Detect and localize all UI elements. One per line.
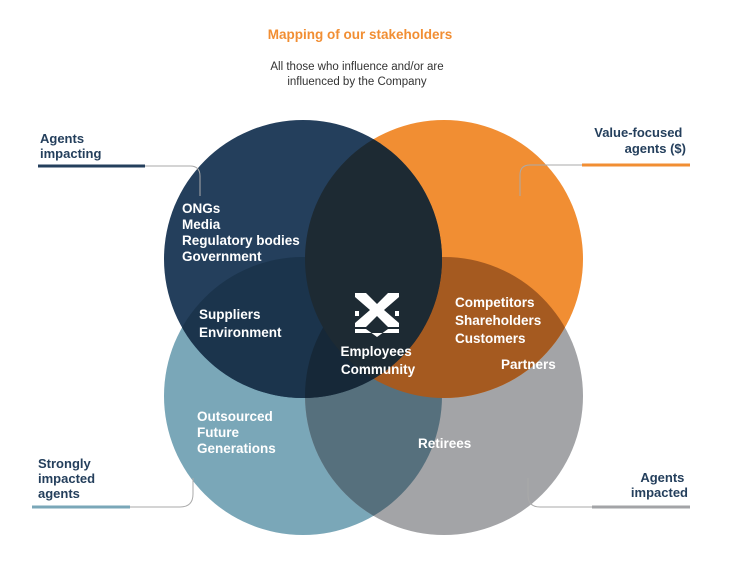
group-navy-orange-grey: Competitors Shareholders Customers xyxy=(455,295,545,346)
diagram-subtitle-line-2: influenced by the Company xyxy=(287,76,427,88)
company-logo-icon xyxy=(355,293,399,337)
corner-label-top-right: Value-focused agents ($) xyxy=(594,125,686,156)
group-orange-grey: Partners xyxy=(501,357,556,372)
overlap-navy-orange xyxy=(305,120,442,398)
connector-bottom-right xyxy=(527,478,592,508)
group-center: Employees Community xyxy=(340,344,415,377)
connector-top-left xyxy=(145,165,201,196)
group-teal-grey: Retirees xyxy=(418,436,471,451)
group-navy-teal: Suppliers Environment xyxy=(199,307,282,340)
group-navy-only: ONGs Media Regulatory bodies Government xyxy=(182,201,304,264)
corner-label-top-left: Agents impacting xyxy=(40,131,101,161)
diagram-subtitle-line-1: All those who influence and/or are xyxy=(270,61,443,73)
group-teal-only: Outsourced Future Generations xyxy=(197,409,277,456)
connector-bottom-left xyxy=(130,478,194,508)
connector-top-right xyxy=(519,164,582,196)
corner-label-bottom-right: Agents impacted xyxy=(631,470,688,500)
diagram-title: Mapping of our stakeholders xyxy=(268,27,453,42)
corner-label-bottom-left: Strongly impacted agents xyxy=(38,456,99,501)
